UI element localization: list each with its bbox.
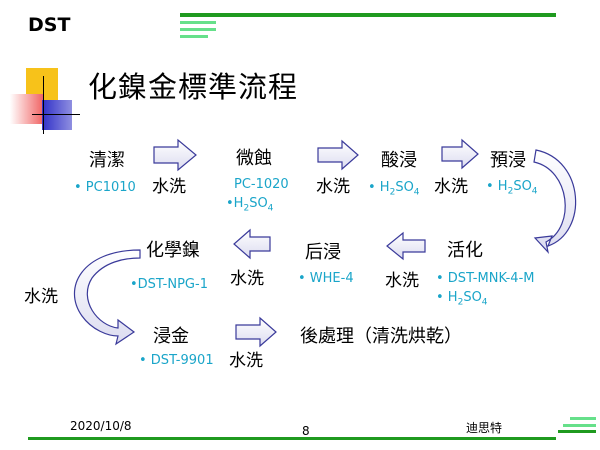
step-post-dip: 后浸	[305, 242, 341, 263]
step-immersion-gold: 浸金	[153, 326, 189, 347]
arrow-left-icon	[233, 228, 271, 260]
arrow-right-icon	[317, 139, 359, 171]
arrow-right-icon	[441, 138, 479, 170]
step-microetch: 微蝕	[236, 148, 272, 169]
header-rule	[180, 13, 556, 17]
chemical-label: • H2SO4	[486, 179, 538, 197]
chemical-label: • DST-9901	[139, 353, 214, 368]
step-activation: 活化	[447, 240, 483, 261]
step-post-treatment: 後處理（清洗烘乾）	[300, 326, 462, 347]
chemical-label: •H2SO4	[226, 196, 274, 214]
page-title: 化鎳金標準流程	[88, 70, 299, 104]
blue-square	[42, 100, 72, 130]
chemical-label: • PC1010	[74, 180, 136, 195]
step-electroless-nickel: 化學鎳	[146, 240, 200, 261]
footer-accent-bar	[563, 424, 596, 427]
curved-arrow-icon	[533, 149, 577, 254]
step-pre-dip: 預浸	[490, 150, 526, 171]
chemical-label: •DST-NPG-1	[130, 277, 208, 292]
red-square	[10, 94, 44, 124]
decoration-vline	[43, 76, 44, 134]
water-rinse-label: 水洗	[434, 177, 468, 197]
chemical-label: • H2SO4	[436, 290, 488, 308]
curved-arrow-icon	[73, 249, 141, 346]
header-accent-bar	[180, 35, 208, 38]
water-rinse-label: 水洗	[24, 287, 58, 307]
page-number: 8	[302, 424, 310, 438]
step-cleaning: 清潔	[89, 150, 125, 171]
footer-accent-bar	[558, 430, 596, 433]
water-rinse-label: 水洗	[229, 351, 263, 371]
water-rinse-label: 水洗	[385, 271, 419, 291]
footer-company: 迪思特	[466, 421, 503, 435]
chemical-label: • H2SO4	[368, 180, 420, 198]
arrow-right-icon	[235, 316, 277, 348]
water-rinse-label: 水洗	[316, 177, 350, 197]
footer-accent-bar	[570, 417, 596, 420]
chemical-label: PC-1020	[234, 177, 289, 192]
title-decoration	[10, 68, 80, 134]
water-rinse-label: 水洗	[230, 269, 264, 289]
decoration-hline	[32, 114, 80, 115]
footer-rule	[28, 437, 556, 440]
water-rinse-label: 水洗	[152, 177, 186, 197]
chemical-label: • WHE-4	[298, 271, 354, 286]
chemical-label: • DST-MNK-4-M	[436, 271, 535, 286]
footer-date: 2020/10/8	[70, 419, 132, 433]
header-accent-bar	[180, 21, 216, 24]
logo: DST	[28, 14, 71, 36]
header-accent-bar	[180, 28, 216, 31]
arrow-right-icon	[153, 138, 197, 172]
step-acid-dip: 酸浸	[381, 150, 417, 171]
arrow-left-icon	[386, 231, 426, 261]
